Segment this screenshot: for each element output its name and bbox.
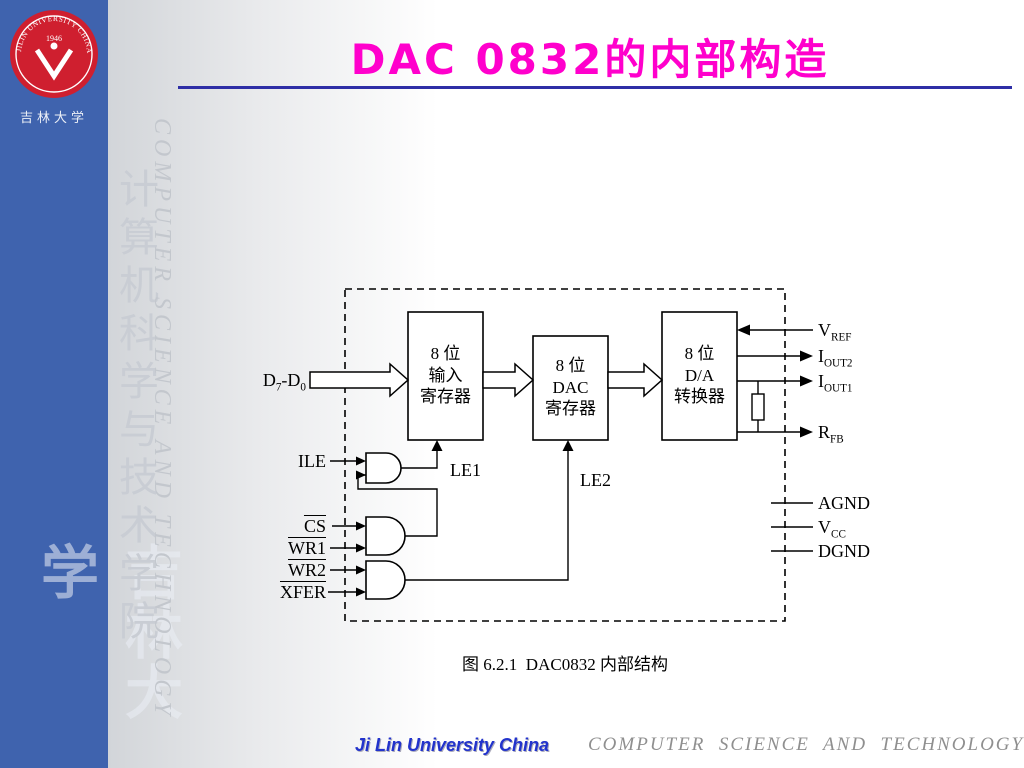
university-logo-icon: JILIN UNIVERSITY CHINA 1946 bbox=[10, 10, 98, 98]
watermark-en: COMPUTER SCIENCE AND TECHNOLOGY bbox=[149, 118, 175, 720]
sidebar-bar: JILIN UNIVERSITY CHINA 1946 吉林大学 吉林大学 bbox=[0, 0, 181, 768]
chip-boundary bbox=[344, 288, 786, 622]
watermark-cn-large: 吉林大学 bbox=[32, 542, 181, 722]
dgnd-label: DGND bbox=[818, 541, 870, 561]
da-converter-block bbox=[661, 311, 738, 441]
xfer-label: XFER bbox=[279, 582, 326, 602]
dac-register-label: 8 位 DAC 寄存器 bbox=[545, 355, 596, 419]
figure-caption: 图 6.2.1 DAC0832 内部结构 bbox=[462, 655, 668, 674]
vref-arrowhead bbox=[737, 324, 750, 336]
rfb-arrowhead bbox=[800, 426, 813, 438]
data-bus-arrow-mid bbox=[482, 362, 535, 398]
wr1-label: WR1 bbox=[288, 538, 326, 558]
data-input-label: D7-D0 bbox=[262, 370, 306, 394]
logo-bird-icon bbox=[34, 48, 74, 81]
ile-label: ILE bbox=[298, 451, 326, 471]
wr2-label: WR2 bbox=[288, 560, 326, 580]
le2-label: LE2 bbox=[580, 470, 611, 490]
rfb-label: RFB bbox=[818, 422, 844, 446]
le2-arrowhead bbox=[562, 440, 574, 451]
cs-input-arrowhead bbox=[356, 521, 366, 531]
iout2-label: IOUT2 bbox=[818, 346, 853, 370]
wr1-input-arrowhead bbox=[356, 543, 366, 553]
page-title: DAC 0832的内部构造 bbox=[350, 35, 830, 84]
cs-wr1-and-gate bbox=[365, 516, 406, 556]
loop-input-arrowhead bbox=[356, 470, 366, 480]
data-bus-arrow-in bbox=[309, 362, 410, 398]
iout1-arrowhead bbox=[800, 375, 813, 387]
le1-label: LE1 bbox=[450, 460, 481, 480]
agnd-label: AGND bbox=[818, 493, 870, 513]
wr2-xfer-and-gate bbox=[365, 560, 406, 600]
university-logo: JILIN UNIVERSITY CHINA 1946 吉林大学 bbox=[8, 8, 100, 126]
title-underline bbox=[178, 86, 1012, 89]
ile-and-gate bbox=[365, 452, 402, 484]
data-bus-arrow-out bbox=[607, 362, 664, 398]
watermark-cn-small: 计算机科学与技术学院 bbox=[113, 168, 158, 648]
wr2-input-arrowhead bbox=[356, 565, 366, 575]
iout1-label: IOUT1 bbox=[818, 371, 853, 395]
le1-wire bbox=[401, 450, 438, 469]
footer-university: Ji Lin University China bbox=[355, 735, 550, 755]
dac-register-block bbox=[532, 335, 609, 441]
footer-department: COMPUTER SCIENCE AND TECHNOLOGY bbox=[588, 734, 1024, 755]
input-register-label: 8 位 输入 寄存器 bbox=[420, 343, 471, 407]
xfer-input-arrowhead bbox=[356, 587, 366, 597]
ile-input-arrowhead bbox=[356, 456, 366, 466]
feedback-resistor bbox=[751, 393, 765, 421]
le1-arrowhead bbox=[431, 440, 443, 451]
le2-wire bbox=[405, 450, 569, 581]
logo-year: 1946 bbox=[46, 34, 62, 43]
logo-caption: 吉林大学 bbox=[19, 110, 88, 125]
vref-label: VREF bbox=[818, 320, 852, 344]
da-converter-label: 8 位 D/A 转换器 bbox=[674, 343, 725, 407]
iout2-arrowhead bbox=[800, 350, 813, 362]
cs-label: CS bbox=[303, 516, 326, 536]
input-register-block bbox=[407, 311, 484, 441]
vcc-label: VCC bbox=[818, 517, 846, 541]
